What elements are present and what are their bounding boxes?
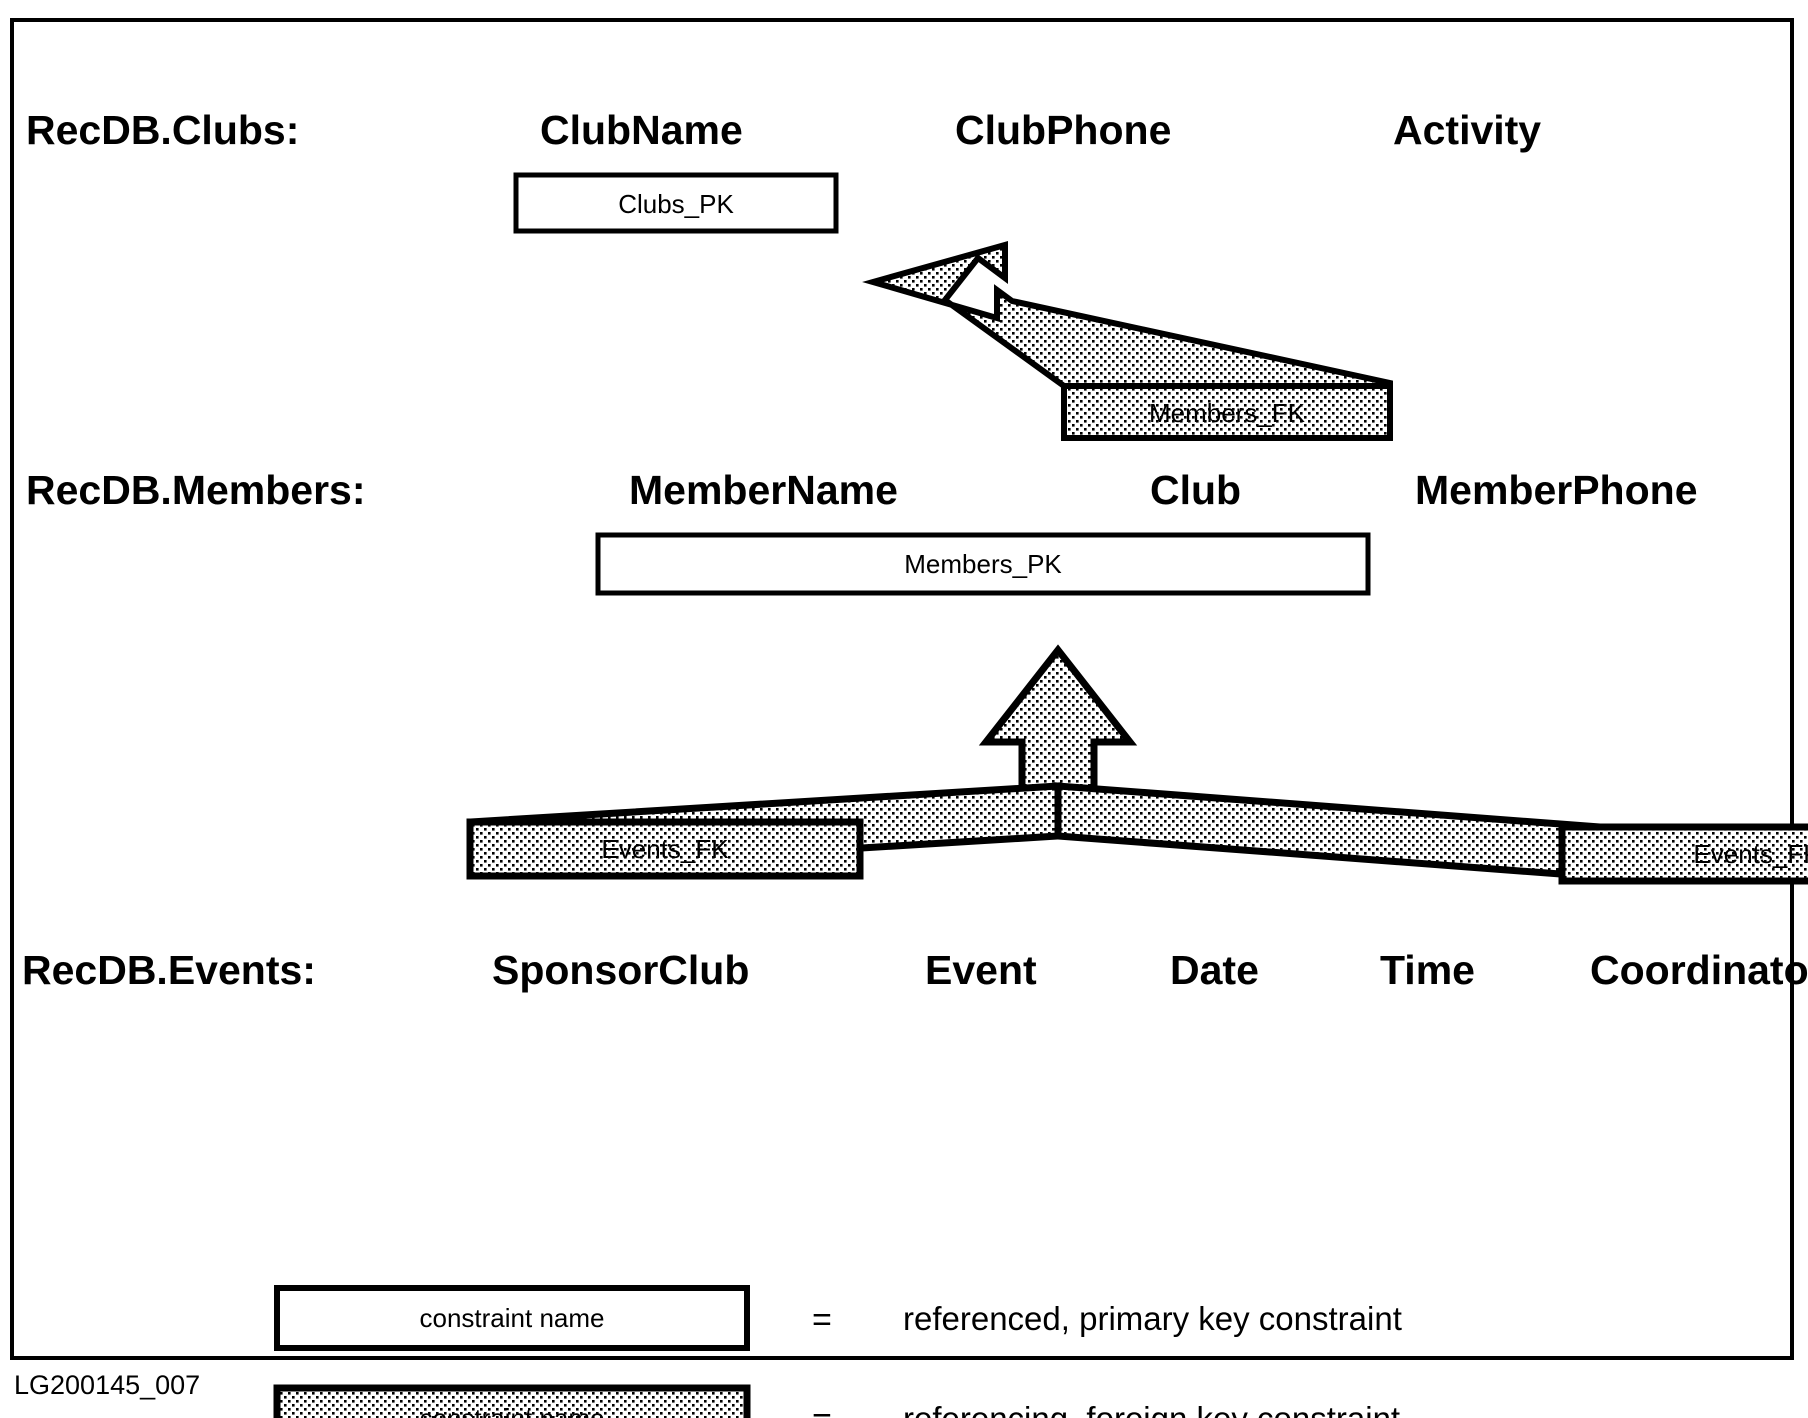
members-pk-box bbox=[595, 532, 1371, 596]
legend-label-referenced: constraint name bbox=[419, 1303, 605, 1333]
events-fk-band-right bbox=[1054, 782, 1604, 881]
column-time: Time bbox=[1380, 947, 1475, 993]
legend-equals-referencing: = bbox=[812, 1403, 832, 1418]
column-date: Date bbox=[1170, 947, 1259, 993]
legend-box-referenced bbox=[274, 1285, 750, 1351]
column-event: Event bbox=[925, 947, 1037, 993]
column-memberphone: MemberPhone bbox=[1415, 467, 1698, 513]
events-fk-right-label: Events_FK bbox=[1693, 839, 1808, 869]
clubs-pk-label: Clubs_PK bbox=[618, 189, 734, 219]
column-coordinator: Coordinator bbox=[1590, 947, 1808, 993]
figure-id-caption: LG200145_007 bbox=[14, 1370, 201, 1400]
column-sponsorclub: SponsorClub bbox=[492, 947, 750, 993]
legend-label-referencing: constraint name bbox=[419, 1403, 605, 1418]
events-fk-arrow-shaft bbox=[978, 644, 1138, 799]
members-fk-label: Members_FK bbox=[1148, 398, 1306, 428]
column-membername: MemberName bbox=[629, 467, 898, 513]
events-fk-left-box bbox=[466, 818, 864, 880]
column-clubname: ClubName bbox=[540, 107, 743, 153]
members-fk-box bbox=[1061, 383, 1393, 441]
table-label-clubs: RecDB.Clubs: bbox=[26, 107, 300, 153]
table-label-members: RecDB.Members: bbox=[26, 467, 366, 513]
table-label-events: RecDB.Events: bbox=[22, 947, 316, 993]
members-pk-label: Members_PK bbox=[904, 549, 1062, 579]
events-fk-left-label: Events_FK bbox=[601, 834, 729, 864]
legend-desc-referencing: referencing, foreign key constraint bbox=[903, 1402, 1400, 1418]
column-club: Club bbox=[1150, 467, 1242, 513]
figure-border bbox=[10, 18, 1794, 1360]
clubs-pk-box bbox=[513, 172, 839, 234]
legend-desc-referenced: referenced, primary key constraint bbox=[903, 1300, 1402, 1337]
legend-equals-referenced: = bbox=[812, 1301, 832, 1339]
legend-box-referencing bbox=[273, 1384, 751, 1418]
column-clubphone: ClubPhone bbox=[955, 107, 1172, 153]
column-activity: Activity bbox=[1393, 107, 1542, 153]
events-fk-right-box bbox=[1558, 823, 1808, 885]
